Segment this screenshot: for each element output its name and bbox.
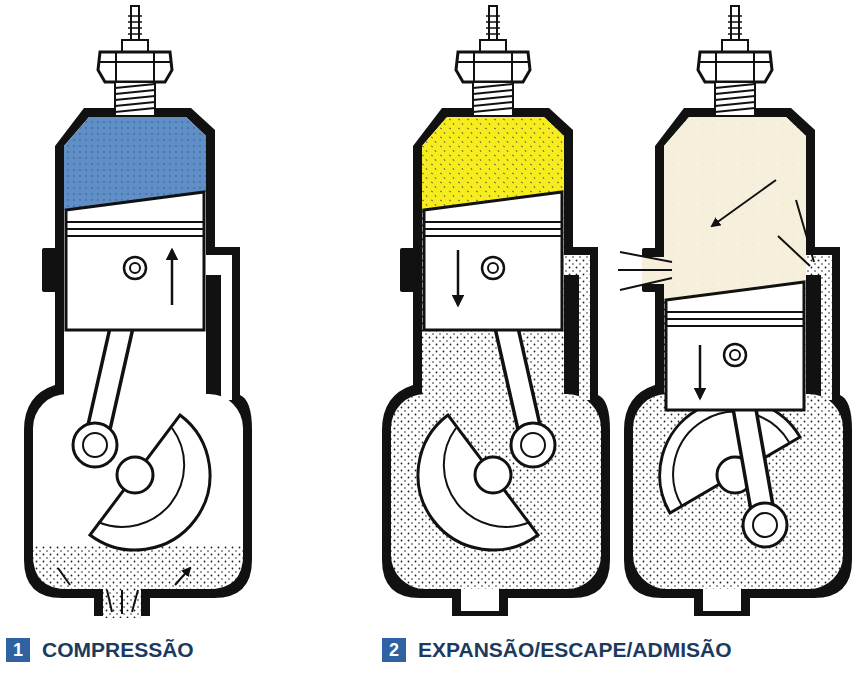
big-end [73, 423, 117, 467]
spark-plug [98, 6, 172, 116]
step-number: 2 [382, 638, 406, 662]
intake-port [461, 589, 499, 611]
big-end [743, 503, 787, 547]
crank-counterweight [660, 400, 800, 513]
motion-arrow [457, 250, 460, 305]
piston-pin [482, 257, 504, 279]
engine-housing [24, 108, 252, 616]
piston-rings [66, 222, 204, 236]
piston [424, 192, 562, 330]
piston-pin-bore [730, 350, 740, 360]
engine-expansion [382, 6, 610, 616]
engine-housing [624, 108, 852, 616]
motion-arrow [699, 345, 702, 398]
step-heading: 2 EXPANSÃO/ESCAPE/ADMISÃO [382, 638, 732, 662]
step-title: EXPANSÃO/ESCAPE/ADMISÃO [418, 638, 732, 662]
cylinder-bore [422, 117, 564, 400]
engine-compression [24, 6, 252, 618]
crank-hub [117, 457, 153, 493]
crank-pin [83, 433, 107, 457]
piston [666, 282, 804, 410]
transfer-channel [206, 255, 232, 400]
piston-rings [424, 222, 562, 236]
big-end [511, 423, 555, 467]
spark-plug [698, 6, 772, 116]
transfer-channel [564, 255, 590, 400]
crankcase [33, 394, 243, 589]
flow-arrows [58, 568, 190, 614]
step-heading: 1 COMPRESSÃO [6, 638, 194, 662]
piston [66, 192, 204, 330]
engine-exhaust [618, 6, 852, 616]
crank-pin [753, 513, 777, 537]
flow-arrows [618, 180, 814, 290]
crankcase [391, 394, 601, 589]
motion-arrow [171, 250, 174, 305]
piston-pin-bore [488, 263, 498, 273]
fresh-mixture [33, 545, 243, 589]
spark-plug [456, 6, 530, 116]
step-title: COMPRESSÃO [42, 638, 194, 662]
transfer-channel [806, 255, 832, 400]
piston-pin [724, 344, 746, 366]
piston-pin [124, 257, 146, 279]
cylinder-bore [64, 117, 206, 400]
piston-rings [666, 312, 804, 326]
piston-pin-bore [130, 263, 140, 273]
crank-hub [475, 457, 511, 493]
engine-housing [382, 108, 610, 616]
crank-pin [521, 433, 545, 457]
step-number: 1 [6, 638, 30, 662]
intake-port [703, 589, 741, 611]
